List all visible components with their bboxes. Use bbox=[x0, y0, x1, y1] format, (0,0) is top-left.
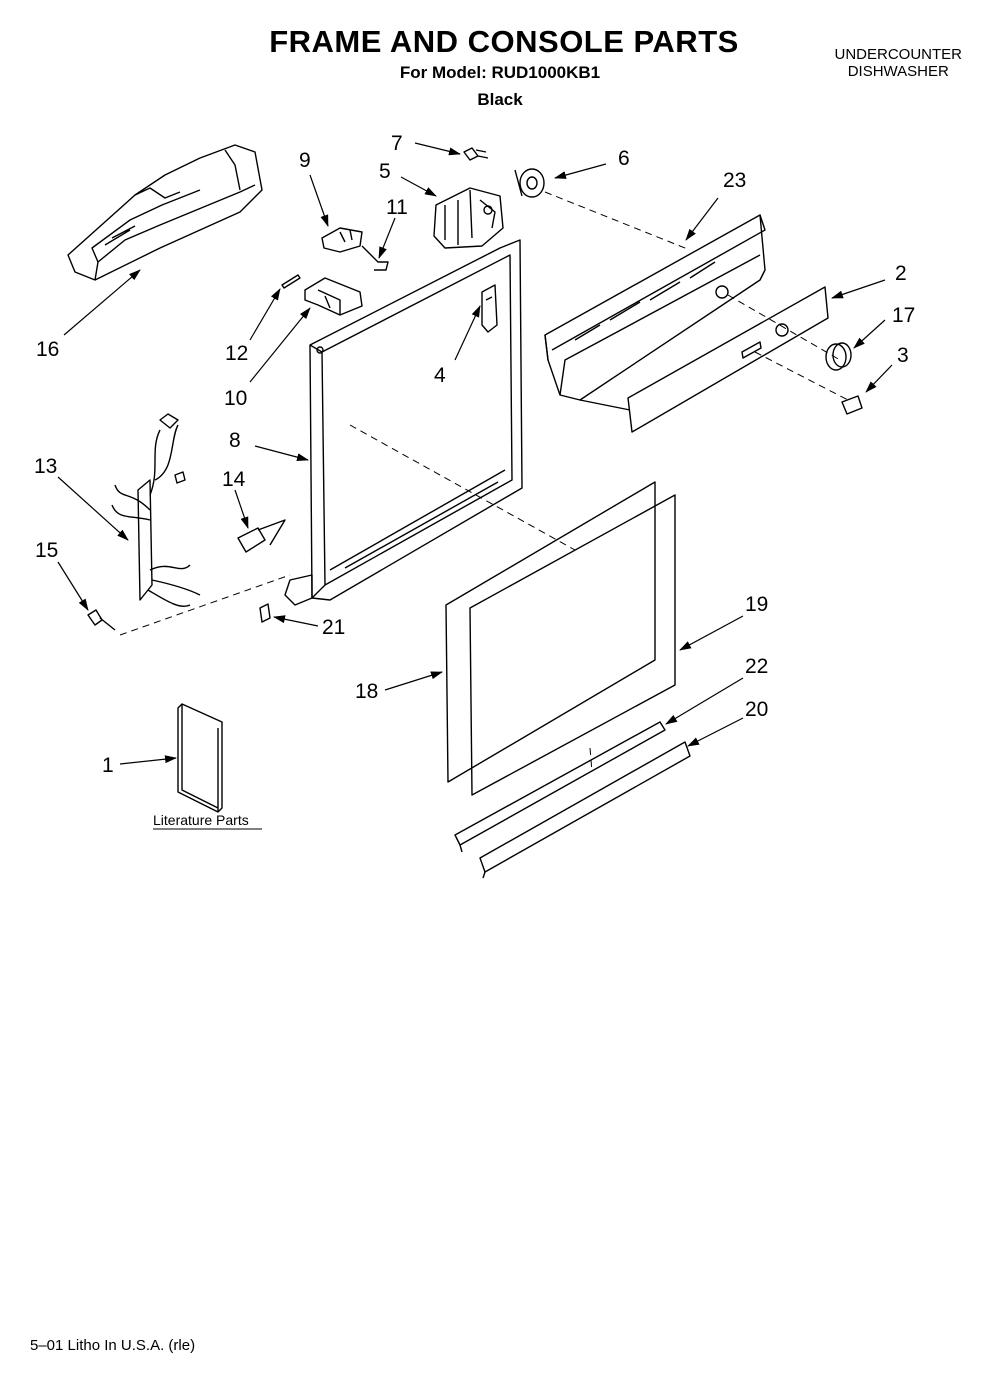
callout-21: 21 bbox=[322, 616, 345, 639]
callout-8: 8 bbox=[229, 429, 241, 452]
part-19-inner-panel bbox=[469, 494, 676, 796]
callout-23: 23 bbox=[723, 169, 746, 192]
callout-9: 9 bbox=[299, 149, 311, 172]
callout-14: 14 bbox=[222, 468, 246, 491]
model-line: For Model: RUD1000KB1 bbox=[399, 63, 601, 82]
leader-arrows bbox=[57, 142, 893, 765]
callout-16: 16 bbox=[36, 338, 59, 361]
part-20-kick-strip bbox=[479, 741, 691, 879]
page-title: FRAME AND CONSOLE PARTS bbox=[269, 24, 739, 59]
part-7-screw bbox=[463, 147, 489, 161]
part-3-button bbox=[841, 395, 863, 415]
color-line: Black bbox=[477, 90, 523, 109]
callout-4: 4 bbox=[434, 364, 446, 387]
callout-1: 1 bbox=[102, 754, 114, 777]
part-2-overlay bbox=[627, 286, 829, 433]
part-16-vent-housing bbox=[67, 144, 263, 281]
part-6-cam bbox=[514, 168, 545, 198]
part-14-switch bbox=[237, 519, 286, 553]
callout-labels: 7 6 5 9 23 11 2 17 16 12 3 4 10 8 13 14 … bbox=[34, 132, 915, 777]
callout-13: 13 bbox=[34, 455, 57, 478]
callout-19: 19 bbox=[745, 593, 768, 616]
callout-11: 11 bbox=[386, 196, 408, 219]
part-1-literature bbox=[177, 703, 223, 813]
part-13-wire-harness bbox=[111, 413, 201, 607]
callout-6: 6 bbox=[618, 147, 630, 170]
part-22-bottom-trim bbox=[454, 721, 666, 853]
alignment-lines bbox=[119, 191, 849, 773]
part-4-strike bbox=[481, 284, 498, 333]
part-8-door-frame bbox=[284, 239, 523, 606]
part-21-clip bbox=[259, 603, 271, 623]
product-type-line1: UNDERCOUNTER bbox=[834, 46, 963, 63]
callout-18: 18 bbox=[355, 680, 378, 703]
part-12-pin bbox=[281, 274, 301, 289]
footer-litho: 5–01 Litho In U.S.A. (rle) bbox=[30, 1337, 196, 1354]
product-type: UNDERCOUNTER DISHWASHER bbox=[835, 46, 963, 80]
part-23-console bbox=[544, 214, 766, 411]
part-5-latch-assembly bbox=[433, 187, 504, 249]
callout-10: 10 bbox=[224, 387, 247, 410]
part-10-switch-holder bbox=[304, 277, 363, 316]
callout-22: 22 bbox=[745, 655, 768, 678]
callout-12: 12 bbox=[225, 342, 248, 365]
callout-15: 15 bbox=[35, 539, 58, 562]
part-9-switch-bracket bbox=[321, 227, 389, 271]
callout-20: 20 bbox=[745, 698, 768, 721]
callout-2: 2 bbox=[895, 262, 907, 285]
callout-17: 17 bbox=[892, 304, 915, 327]
part-15-screw bbox=[87, 609, 116, 631]
product-type-line2: DISHWASHER bbox=[847, 63, 949, 80]
callout-5: 5 bbox=[379, 160, 391, 183]
literature-parts-label: Literature Parts bbox=[153, 812, 249, 828]
part-18-outer-panel bbox=[445, 481, 656, 783]
part-17-knob bbox=[825, 342, 852, 371]
callout-7: 7 bbox=[391, 132, 403, 155]
callout-3: 3 bbox=[897, 344, 909, 367]
